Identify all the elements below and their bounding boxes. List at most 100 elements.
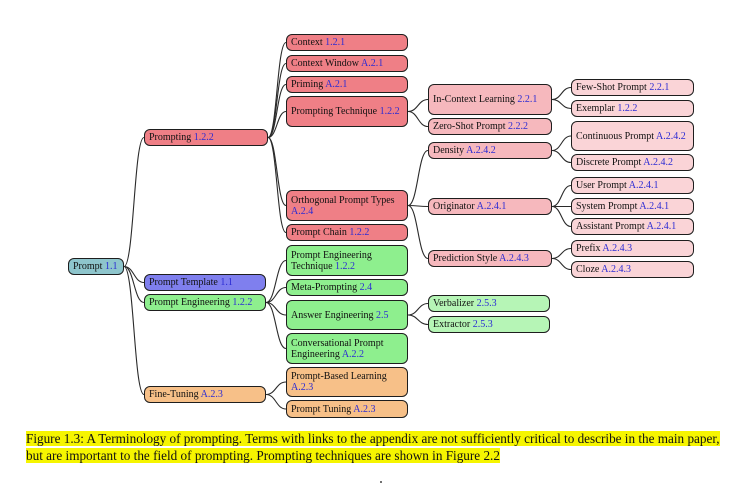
appendix-link[interactable]: A.2.4.3 <box>601 264 632 275</box>
node-context-window[interactable]: Context Window A.2.1 <box>286 55 408 72</box>
edge-prompt-fine_tuning <box>123 265 145 396</box>
node-zero-shot-prompt[interactable]: Zero-Shot Prompt 2.2.2 <box>428 118 552 135</box>
appendix-link[interactable]: 1.2.2 <box>349 227 370 238</box>
node-discrete-prompt[interactable]: Discrete Prompt A.2.4.2 <box>571 154 694 171</box>
node-pe-technique[interactable]: Prompt Engineering Technique 1.2.2 <box>286 245 408 276</box>
appendix-link[interactable]: 2.2.1 <box>649 82 670 93</box>
node-conversational-pe[interactable]: Conversational Prompt Engineering A.2.2 <box>286 333 408 364</box>
appendix-link[interactable]: 1.2.2 <box>193 132 214 143</box>
edge-fine_tuning-prompt_based_learning <box>265 381 287 396</box>
node-prompting[interactable]: Prompting 1.2.2 <box>144 129 268 146</box>
appendix-link[interactable]: 2.5.3 <box>472 319 493 330</box>
edge-prompting-orthogonal_prompt_types <box>267 136 287 207</box>
appendix-link[interactable]: A.2.4.2 <box>466 145 496 156</box>
node-prompt[interactable]: Prompt 1.1 <box>68 258 124 275</box>
node-label: Originator <box>433 201 475 212</box>
node-label: Discrete Prompt <box>576 157 642 168</box>
node-system-prompt[interactable]: System Prompt A.2.4.1 <box>571 198 694 215</box>
figure-caption: Figure 1.3: A Terminology of prompting. … <box>26 430 738 464</box>
node-originator[interactable]: Originator A.2.4.1 <box>428 198 552 215</box>
appendix-link[interactable]: 1.2.2 <box>379 106 400 117</box>
appendix-link[interactable]: A.2.1 <box>360 58 384 69</box>
node-label: Continuous Prompt <box>576 130 655 142</box>
node-prompt-engineering[interactable]: Prompt Engineering 1.2.2 <box>144 294 266 311</box>
node-meta-prompting[interactable]: Meta-Prompting 2.4 <box>286 279 408 296</box>
edge-originator-user_prompt <box>551 184 572 208</box>
node-in-context-learning[interactable]: In-Context Learning 2.2.1 <box>428 84 552 115</box>
node-fine-tuning[interactable]: Fine-Tuning A.2.3 <box>144 386 266 403</box>
node-label: Cloze <box>576 264 600 275</box>
edge-orthogonal_prompt_types-prediction_style <box>407 204 429 260</box>
node-label: Prompt Engineering <box>149 297 230 308</box>
node-density[interactable]: Density A.2.4.2 <box>428 142 552 159</box>
appendix-link[interactable]: A.2.1 <box>325 79 348 90</box>
appendix-link[interactable]: A.2.4.3 <box>602 243 633 254</box>
edge-prompting-prompting_technique <box>267 110 287 139</box>
node-prefix[interactable]: Prefix A.2.4.3 <box>571 240 694 257</box>
appendix-link[interactable]: A.2.3 <box>200 389 223 400</box>
appendix-link[interactable]: 2.2.1 <box>517 94 538 105</box>
node-label: Orthogonal Prompt Types <box>291 194 395 206</box>
node-label: Prompt Engineering Technique <box>291 249 372 272</box>
appendix-link[interactable]: 1.2.1 <box>325 37 346 48</box>
node-verbalizer[interactable]: Verbalizer 2.5.3 <box>428 295 550 312</box>
edge-prompting_technique-zero_shot <box>407 110 429 128</box>
edge-density-continuous_prompt <box>551 135 572 152</box>
appendix-link[interactable]: 2.5.3 <box>476 298 497 309</box>
appendix-link[interactable]: A.2.4 <box>291 205 314 217</box>
appendix-link[interactable]: 1.1 <box>104 261 118 272</box>
node-prompt-chain[interactable]: Prompt Chain 1.2.2 <box>286 224 408 241</box>
node-label: Answer Engineering <box>291 309 374 321</box>
edge-answer_engineering-extractor <box>407 314 429 326</box>
node-prompt-based-learning[interactable]: Prompt-Based Learning A.2.3 <box>286 367 408 397</box>
node-orthogonal-prompt-types[interactable]: Orthogonal Prompt Types A.2.4 <box>286 190 408 221</box>
appendix-link[interactable]: A.2.4.1 <box>646 221 677 232</box>
node-continuous-prompt[interactable]: Continuous Prompt A.2.4.2 <box>571 121 694 151</box>
edge-orthogonal_prompt_types-originator <box>407 204 429 208</box>
edge-prompt_engineering-meta_prompting <box>265 286 287 304</box>
node-label: Verbalizer <box>433 298 475 309</box>
appendix-link[interactable]: 1.1 <box>220 277 233 288</box>
edge-icl-few_shot <box>551 86 572 101</box>
node-label: Context <box>291 37 323 48</box>
node-user-prompt[interactable]: User Prompt A.2.4.1 <box>571 177 694 194</box>
appendix-link[interactable]: A.2.4.1 <box>639 201 670 212</box>
appendix-link[interactable]: A.2.4.3 <box>499 253 529 264</box>
edge-prompt-prompting <box>123 136 145 268</box>
node-assistant-prompt[interactable]: Assistant Prompt A.2.4.1 <box>571 218 694 235</box>
appendix-link[interactable]: 1.2.2 <box>232 297 253 308</box>
node-prompt-template[interactable]: Prompt Template 1.1 <box>144 274 266 291</box>
node-exemplar[interactable]: Exemplar 1.2.2 <box>571 100 694 117</box>
edge-answer_engineering-verbalizer <box>407 302 429 316</box>
node-priming[interactable]: Priming A.2.1 <box>286 76 408 93</box>
appendix-link[interactable]: A.2.4.1 <box>628 180 659 191</box>
node-few-shot-prompt[interactable]: Few-Shot Prompt 2.2.1 <box>571 79 694 96</box>
appendix-link[interactable]: 2.4 <box>359 282 373 293</box>
appendix-link[interactable]: A.2.4.1 <box>476 201 507 212</box>
appendix-link[interactable]: 1.2.2 <box>335 260 356 272</box>
node-extractor[interactable]: Extractor 2.5.3 <box>428 316 550 333</box>
appendix-link[interactable]: A.2.3 <box>291 382 314 393</box>
node-prompting-technique[interactable]: Prompting Technique 1.2.2 <box>286 96 408 127</box>
node-prompt-tuning[interactable]: Prompt Tuning A.2.3 <box>286 400 408 418</box>
node-context[interactable]: Context 1.2.1 <box>286 34 408 51</box>
node-label: Prompt Chain <box>291 227 347 238</box>
node-label: Prompting <box>149 132 192 143</box>
node-label: System Prompt <box>576 201 638 212</box>
appendix-link[interactable]: A.2.3 <box>353 403 376 415</box>
node-answer-engineering[interactable]: Answer Engineering 2.5 <box>286 300 408 330</box>
appendix-link[interactable]: A.2.2 <box>341 348 365 360</box>
edge-orthogonal_prompt_types-density <box>407 149 429 207</box>
appendix-link[interactable]: A.2.4.2 <box>643 157 673 168</box>
appendix-link[interactable]: 1.2.2 <box>617 103 638 114</box>
edge-density-discrete_prompt <box>551 149 572 164</box>
edge-prompting-priming <box>267 83 287 139</box>
appendix-link[interactable]: 2.2.2 <box>508 121 528 132</box>
node-label: Prompt Template <box>149 277 218 288</box>
appendix-link[interactable]: A.2.4.2 <box>656 130 686 142</box>
node-cloze[interactable]: Cloze A.2.4.3 <box>571 261 694 278</box>
node-prediction-style[interactable]: Prediction Style A.2.4.3 <box>428 250 552 267</box>
node-label: Exemplar <box>576 103 615 114</box>
edge-originator-assistant_prompt <box>551 205 572 228</box>
appendix-link[interactable]: 2.5 <box>375 309 389 321</box>
